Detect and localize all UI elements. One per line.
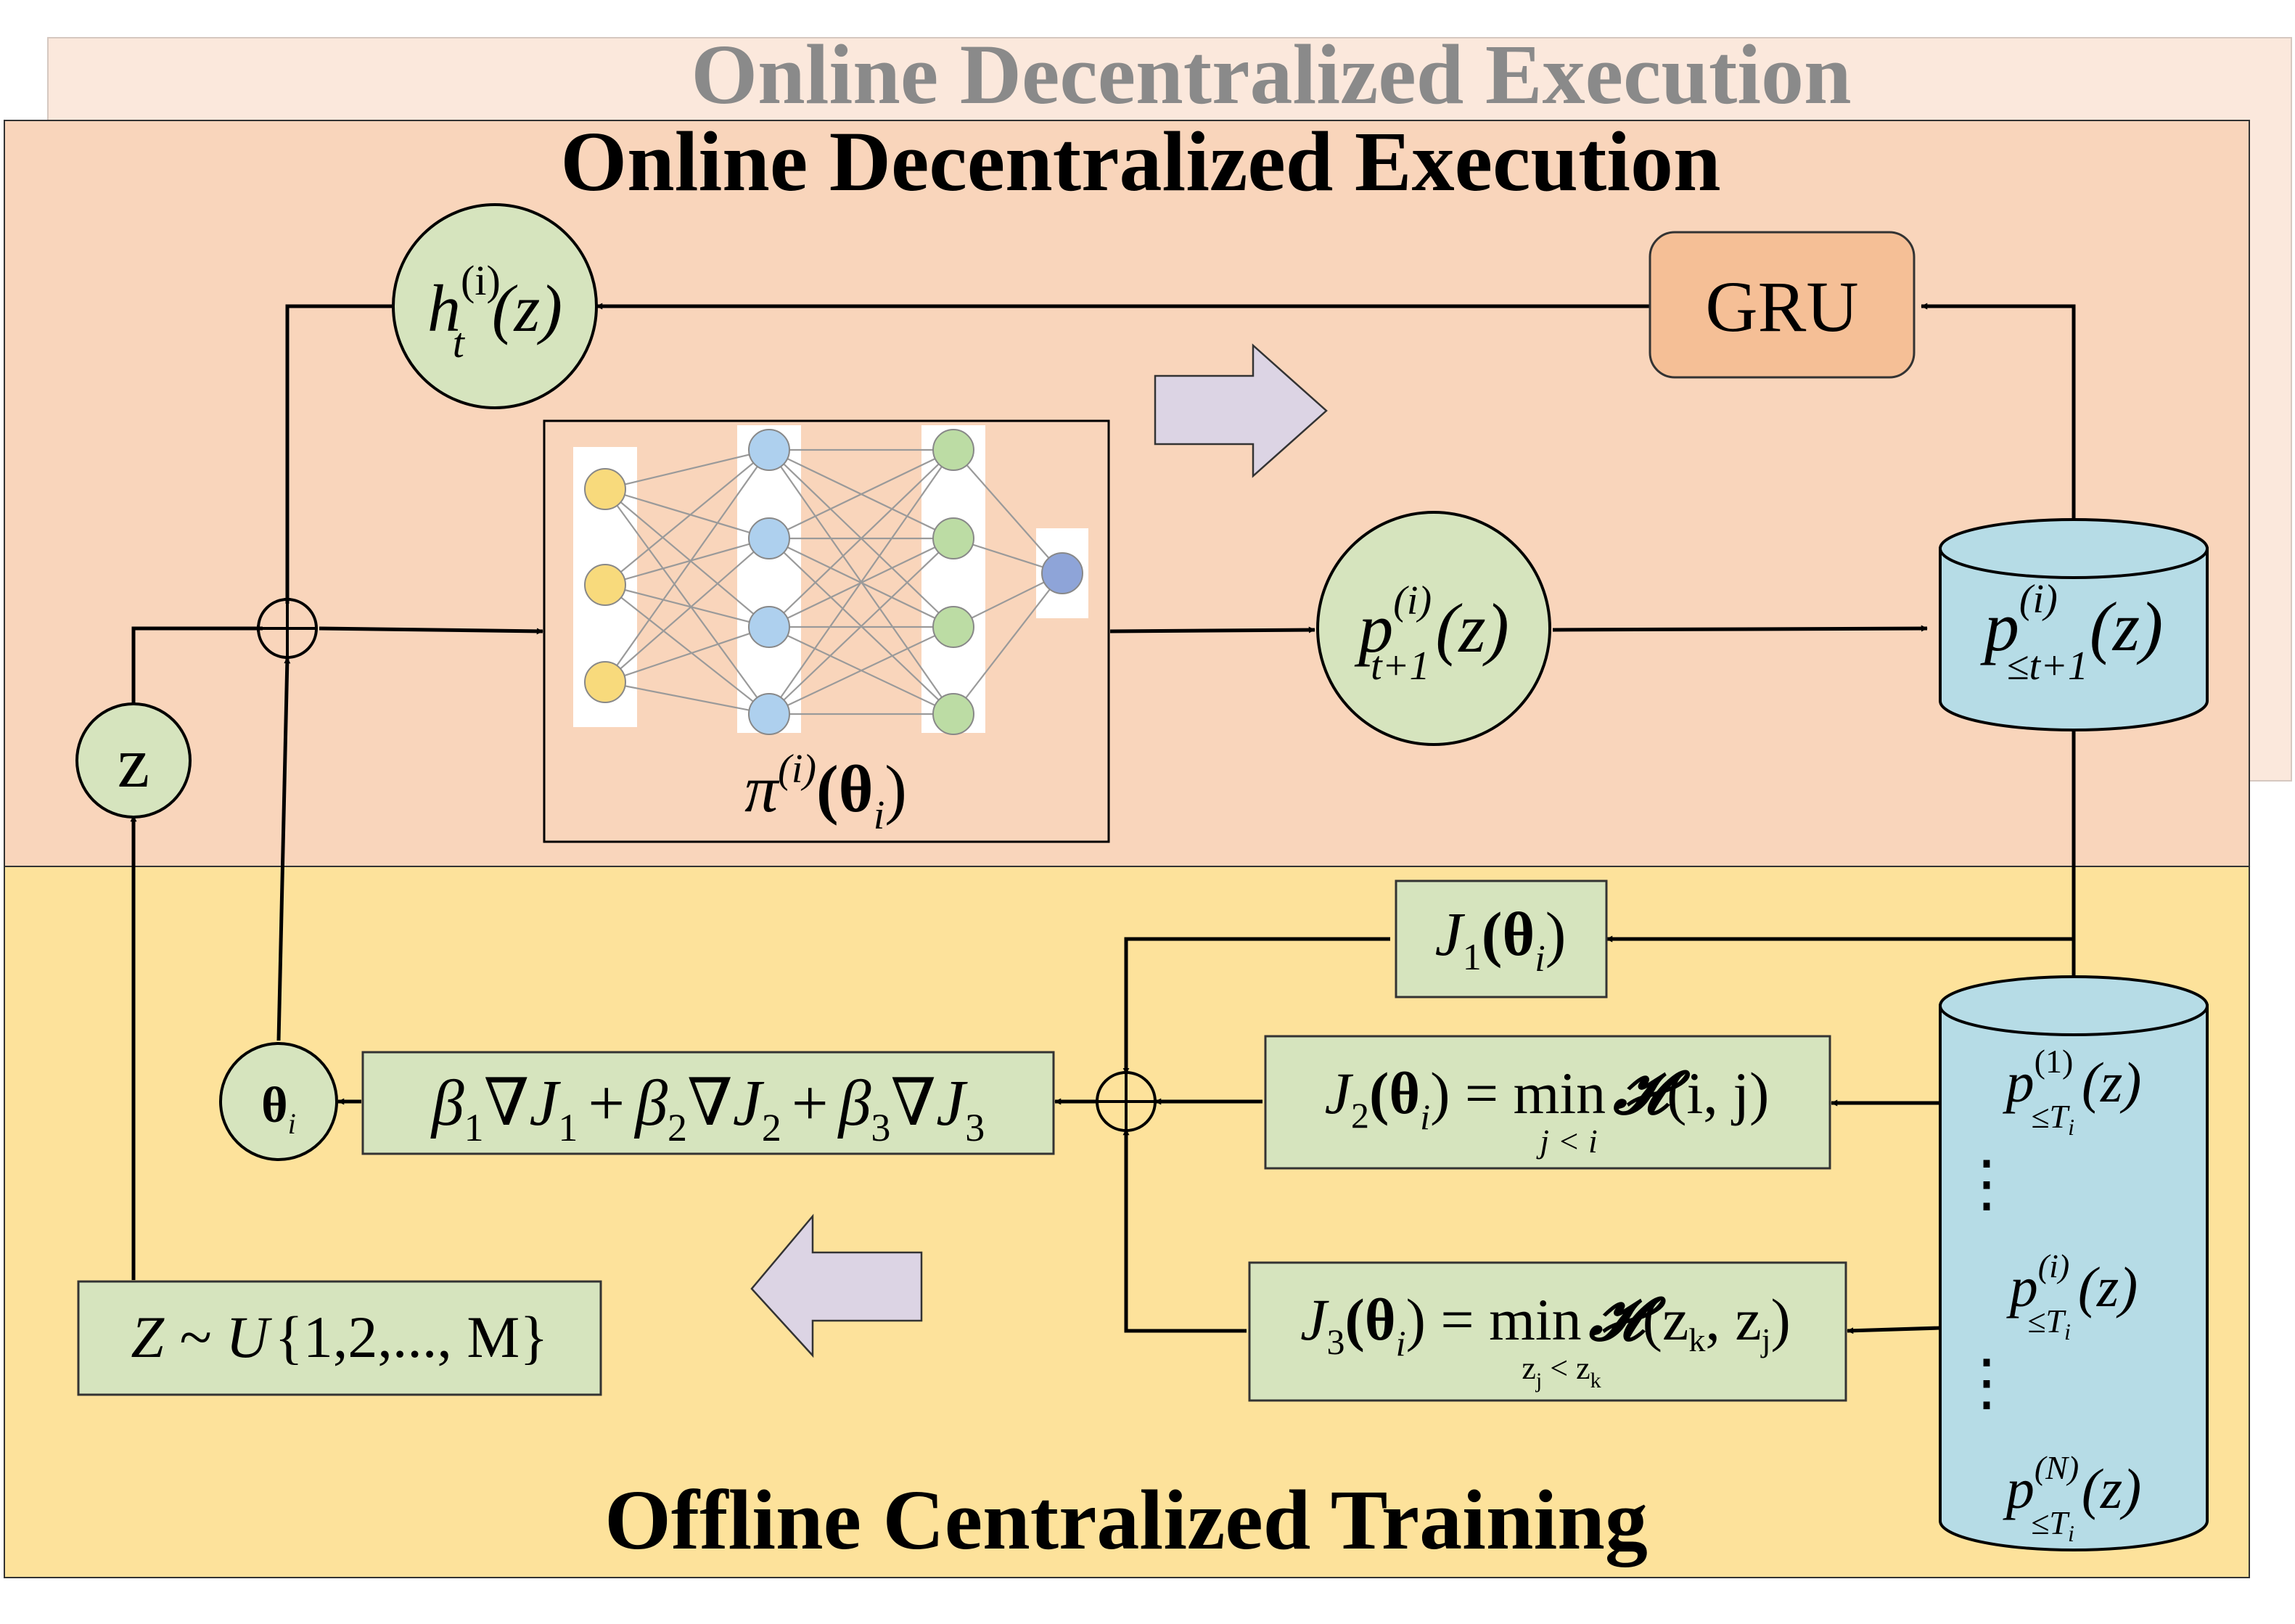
network-edge <box>604 681 770 715</box>
hidden-state-node <box>392 203 598 409</box>
ghost-title: Online Decentralized Execution <box>691 27 1851 122</box>
theta-node <box>219 1042 338 1161</box>
network-neuron <box>748 429 790 471</box>
network-edge <box>604 537 770 586</box>
network-neuron <box>584 564 626 606</box>
network-edge <box>604 488 770 715</box>
trajectory-buffer-cylinder <box>1939 975 2209 1551</box>
sum-node-offline <box>1096 1071 1157 1132</box>
loss-j2-box <box>1264 1035 1831 1170</box>
loss-j1-box <box>1395 879 1608 998</box>
network-edge <box>768 449 954 539</box>
prediction-node <box>1316 511 1551 746</box>
loss-j3-box <box>1248 1261 1847 1402</box>
offline-title: Offline Centralized Training <box>604 1472 1648 1567</box>
gru-label: GRU <box>1705 266 1858 347</box>
forward-arrow-icon <box>1154 343 1328 478</box>
network-edge <box>604 488 770 540</box>
network-edge <box>768 538 954 715</box>
network-edge <box>604 626 770 684</box>
network-edge <box>768 449 954 628</box>
network-neuron <box>1041 552 1083 594</box>
network-edge <box>953 449 1063 574</box>
buffer-item-n: p(N)≤Ti(z) <box>2003 1449 2141 1546</box>
network-edge <box>604 538 770 683</box>
z-label: z <box>118 722 149 803</box>
network-edge <box>768 449 954 715</box>
buffer-item-i: p(i)≤Ti(z) <box>2006 1247 2138 1345</box>
network-edge <box>604 449 770 586</box>
network-neuron <box>584 468 626 510</box>
prediction-label: p(i)t+1(z) <box>1354 578 1509 689</box>
network-neuron <box>932 517 974 559</box>
network-neuron <box>932 606 974 648</box>
network-neurons <box>584 429 1083 735</box>
gradient-update-label: β1∇J1+β2∇J2+β3∇J3 <box>430 1067 985 1149</box>
loss-j2-underscript: j < i <box>1536 1123 1598 1160</box>
loss-j1-label: J1(θi) <box>1435 899 1567 980</box>
policy-label: π(i)(θi) <box>744 747 907 838</box>
theta-label: θi <box>261 1078 296 1140</box>
network-edge <box>604 448 770 491</box>
network-edge <box>604 584 770 715</box>
network-neuron <box>748 606 790 648</box>
buffer-dots-1: ⋮ <box>1955 1149 2018 1218</box>
network-edge <box>604 449 770 683</box>
gradient-update-box <box>361 1051 1055 1155</box>
connectors <box>130 303 2077 1334</box>
online-panel <box>4 120 2250 867</box>
network-edge <box>953 573 1063 715</box>
gru-box <box>1649 231 1916 379</box>
buffer-dots-2: ⋮ <box>1955 1348 2018 1417</box>
network-neuron <box>932 693 974 735</box>
network-edge <box>604 488 770 628</box>
hidden-state-label: h(i)t(z) <box>427 257 562 366</box>
backward-arrow-icon <box>750 1213 923 1358</box>
network-edges <box>604 448 1063 715</box>
buffer-item-1: p(1)≤Ti(z) <box>2003 1043 2142 1140</box>
sampling-box <box>77 1280 602 1396</box>
sampling-label: Z ~ U{1,2,..., M} <box>131 1304 548 1370</box>
history-label: p(i)≤t+1(z) <box>1980 577 2163 689</box>
z-node <box>75 702 192 819</box>
sum-node-online <box>257 598 318 659</box>
network-edge <box>604 583 770 628</box>
network-neuron <box>748 693 790 735</box>
history-cylinder <box>1939 518 2209 731</box>
network-neuron <box>932 429 974 471</box>
network-neuron <box>748 517 790 559</box>
network-edge <box>768 626 954 715</box>
network-neuron <box>584 661 626 703</box>
online-title: Online Decentralized Execution <box>560 114 1720 209</box>
loss-j3-underscript: zj < zk <box>1522 1350 1601 1393</box>
